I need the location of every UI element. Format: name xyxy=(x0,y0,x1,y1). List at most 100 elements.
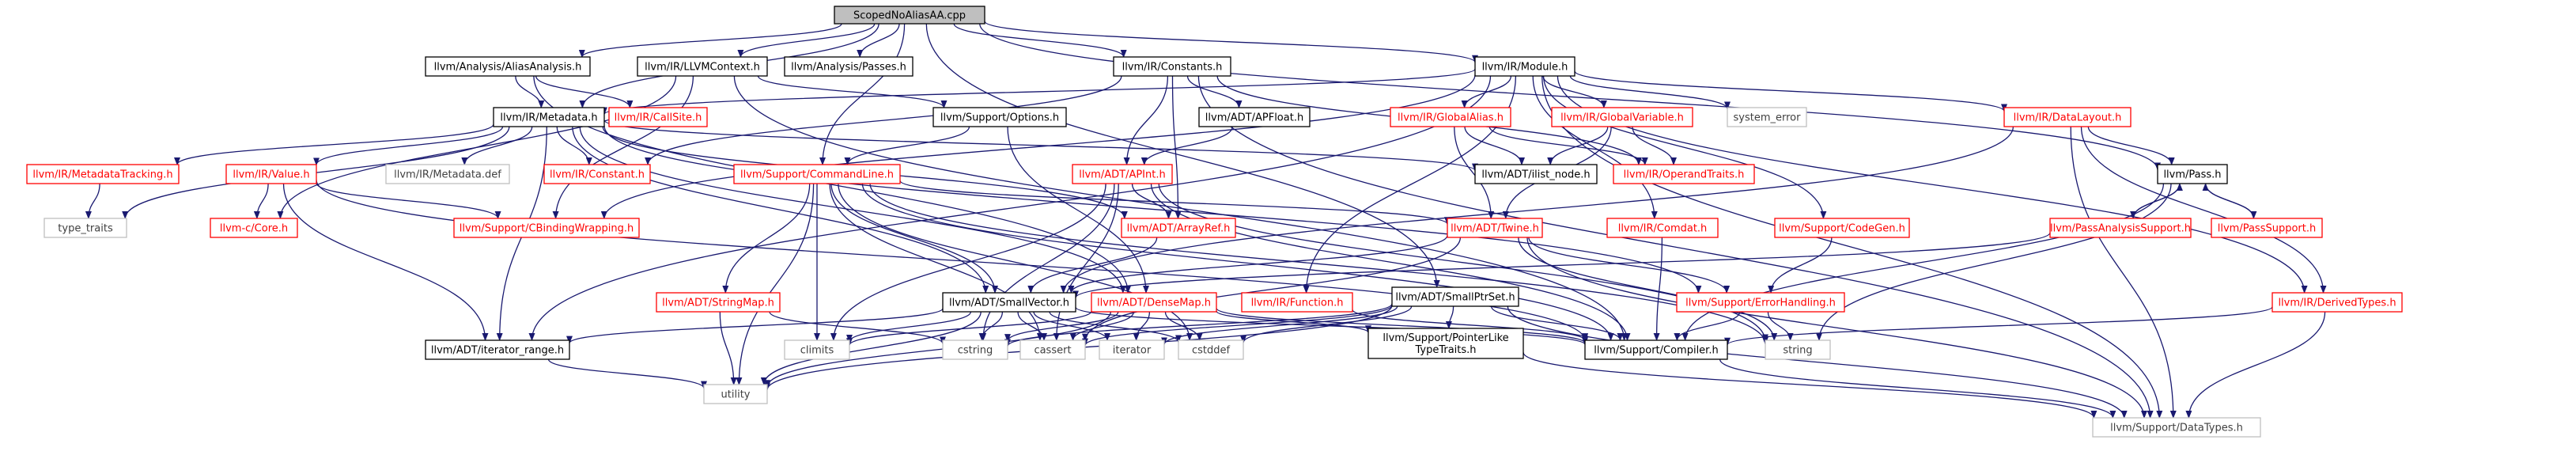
node-label-datalayout: llvm/IR/DataLayout.h xyxy=(2014,112,2122,124)
node-label-cstring: cstring xyxy=(958,345,993,357)
node-label-globalalias: llvm/IR/GlobalAlias.h xyxy=(1398,112,1504,124)
node-label-cassert: cassert xyxy=(1034,345,1071,357)
node-apint[interactable]: llvm/ADT/APInt.h xyxy=(1072,164,1173,184)
node-commandline[interactable]: llvm/Support/CommandLine.h xyxy=(733,164,901,184)
node-metadata[interactable]: llvm/IR/Metadata.h xyxy=(493,107,605,127)
node-function[interactable]: llvm/IR/Function.h xyxy=(1241,292,1353,313)
node-codegen[interactable]: llvm/Support/CodeGen.h xyxy=(1774,218,1910,238)
node-aliasanalysis[interactable]: llvm/Analysis/AliasAnalysis.h xyxy=(425,56,591,77)
node-box-aliasanalysis xyxy=(425,56,591,77)
node-box-comdat xyxy=(1606,218,1719,238)
node-box-options xyxy=(932,107,1067,127)
edge-globalalias-to-operandtraits xyxy=(1488,126,1648,165)
node-box-iterator xyxy=(1099,339,1165,360)
node-root: ScopedNoAliasAA.cpp xyxy=(834,6,985,25)
node-label-metadata: llvm/IR/Metadata.h xyxy=(500,112,597,124)
node-box-metadata xyxy=(493,107,605,127)
node-cstring: cstring xyxy=(942,339,1008,360)
node-ilist_node[interactable]: llvm/ADT/ilist_node.h xyxy=(1474,164,1598,184)
edge-stringmap-to-cstring xyxy=(769,311,946,345)
node-metadatatracking[interactable]: llvm/IR/MetadataTracking.h xyxy=(26,164,180,184)
node-label-metadatadef: llvm/IR/Metadata.def xyxy=(394,169,501,181)
edge-densemap-to-climits xyxy=(846,310,1092,347)
node-llvmcontext[interactable]: llvm/IR/LLVMContext.h xyxy=(637,56,768,77)
node-arrayref[interactable]: llvm/ADT/ArrayRef.h xyxy=(1121,218,1236,238)
edge-root-to-passes xyxy=(857,23,900,58)
node-box-smallptrset xyxy=(1391,286,1519,307)
node-label-datatypes: llvm/Support/DataTypes.h xyxy=(2110,423,2243,434)
node-globalalias[interactable]: llvm/IR/GlobalAlias.h xyxy=(1390,107,1511,127)
node-label-passes: llvm/Analysis/Passes.h xyxy=(791,62,906,74)
node-operandtraits[interactable]: llvm/IR/OperandTraits.h xyxy=(1613,164,1755,184)
edge-constants-to-irconstant xyxy=(645,75,1122,165)
edge-root-to-smallptrset xyxy=(925,23,1440,288)
node-callsite[interactable]: llvm/IR/CallSite.h xyxy=(608,107,708,127)
node-climits: climits xyxy=(784,339,850,360)
node-apfloat[interactable]: llvm/ADT/APFloat.h xyxy=(1198,107,1311,127)
node-derivedtypes[interactable]: llvm/IR/DerivedTypes.h xyxy=(2271,292,2403,313)
node-pass[interactable]: llvm/Pass.h xyxy=(2157,164,2228,184)
edge-commandline-to-compiler xyxy=(861,183,1614,341)
edge-root-to-aliasanalysis xyxy=(578,23,842,58)
edge-datalayout-to-smallvector xyxy=(1060,126,2014,294)
node-label-arrayref: llvm/ADT/ArrayRef.h xyxy=(1127,223,1231,235)
node-options[interactable]: llvm/Support/Options.h xyxy=(932,107,1067,127)
node-label-apfloat: llvm/ADT/APFloat.h xyxy=(1205,112,1303,124)
edge-metadata-to-irconstant xyxy=(556,126,592,165)
node-box-type_traits xyxy=(44,218,127,238)
edge-comdat-to-compiler xyxy=(1653,237,1663,341)
edge-smallptrset-to-cassert xyxy=(1082,305,1393,347)
edge-passsupport-to-pass xyxy=(2202,183,2255,219)
edge-module-to-metadata xyxy=(601,68,1476,116)
node-smallptrset[interactable]: llvm/ADT/SmallPtrSet.h xyxy=(1391,286,1519,307)
node-irconstant[interactable]: llvm/IR/Constant.h xyxy=(543,164,651,184)
node-twine[interactable]: llvm/ADT/Twine.h xyxy=(1447,218,1543,238)
edge-densemap-to-iterator xyxy=(1133,311,1151,341)
node-box-stringmap xyxy=(656,292,781,313)
node-box-module xyxy=(1474,56,1575,77)
node-label-iterator_range: llvm/ADT/iterator_range.h xyxy=(431,345,564,357)
edge-compiler-to-datatypes xyxy=(1719,358,2116,419)
edge-module-to-comdat xyxy=(1532,75,1658,219)
node-module[interactable]: llvm/IR/Module.h xyxy=(1474,56,1575,77)
node-box-cstring xyxy=(942,339,1008,360)
node-constants[interactable]: llvm/IR/Constants.h xyxy=(1113,56,1231,77)
node-string: string xyxy=(1765,339,1831,360)
node-ccore[interactable]: llvm-c/Core.h xyxy=(210,218,298,238)
node-passsupport[interactable]: llvm/PassSupport.h xyxy=(2211,218,2323,238)
node-passanalysissupport[interactable]: llvm/PassAnalysisSupport.h xyxy=(2049,218,2192,238)
edge-globalalias-to-ilist_node xyxy=(1464,126,1525,165)
edge-apint-to-cstring xyxy=(980,183,1115,341)
edge-module-to-codegen xyxy=(1542,75,1827,219)
node-label-utility: utility xyxy=(721,389,751,401)
edge-module-to-datatypes xyxy=(1541,75,2163,419)
node-densemap[interactable]: llvm/ADT/DenseMap.h xyxy=(1091,292,1217,313)
edge-root-to-module xyxy=(984,21,1478,63)
edge-value-to-ccore xyxy=(253,183,269,219)
node-box-compiler xyxy=(1584,339,1728,360)
node-box-cassert xyxy=(1019,339,1086,360)
node-datalayout[interactable]: llvm/IR/DataLayout.h xyxy=(2003,107,2132,127)
node-cbinding[interactable]: llvm/Support/CBindingWrapping.h xyxy=(453,218,640,238)
node-box-commandline xyxy=(733,164,901,184)
node-globalvariable[interactable]: llvm/IR/GlobalVariable.h xyxy=(1551,107,1693,127)
node-label-value: llvm/IR/Value.h xyxy=(233,169,309,181)
node-passes[interactable]: llvm/Analysis/Passes.h xyxy=(784,56,914,77)
edge-value-to-compiler xyxy=(316,180,1588,342)
edge-function-to-compiler xyxy=(1352,309,1588,342)
node-label-cbinding: llvm/Support/CBindingWrapping.h xyxy=(460,223,634,235)
edge-commandline-to-stringmap xyxy=(722,183,811,294)
node-label-aliasanalysis: llvm/Analysis/AliasAnalysis.h xyxy=(434,62,582,74)
node-errorhandling[interactable]: llvm/Support/ErrorHandling.h xyxy=(1676,292,1845,313)
node-box-llvmcontext xyxy=(637,56,768,77)
node-compiler[interactable]: llvm/Support/Compiler.h xyxy=(1584,339,1728,360)
node-comdat[interactable]: llvm/IR/Comdat.h xyxy=(1606,218,1719,238)
node-value[interactable]: llvm/IR/Value.h xyxy=(225,164,317,184)
node-stringmap[interactable]: llvm/ADT/StringMap.h xyxy=(656,292,781,313)
node-smallvector[interactable]: llvm/ADT/SmallVector.h xyxy=(942,292,1076,313)
node-box-datalayout xyxy=(2003,107,2132,127)
edge-apint-to-climits xyxy=(830,183,1106,341)
node-box-pointerlike xyxy=(1367,328,1524,359)
node-iterator_range[interactable]: llvm/ADT/iterator_range.h xyxy=(425,339,570,360)
